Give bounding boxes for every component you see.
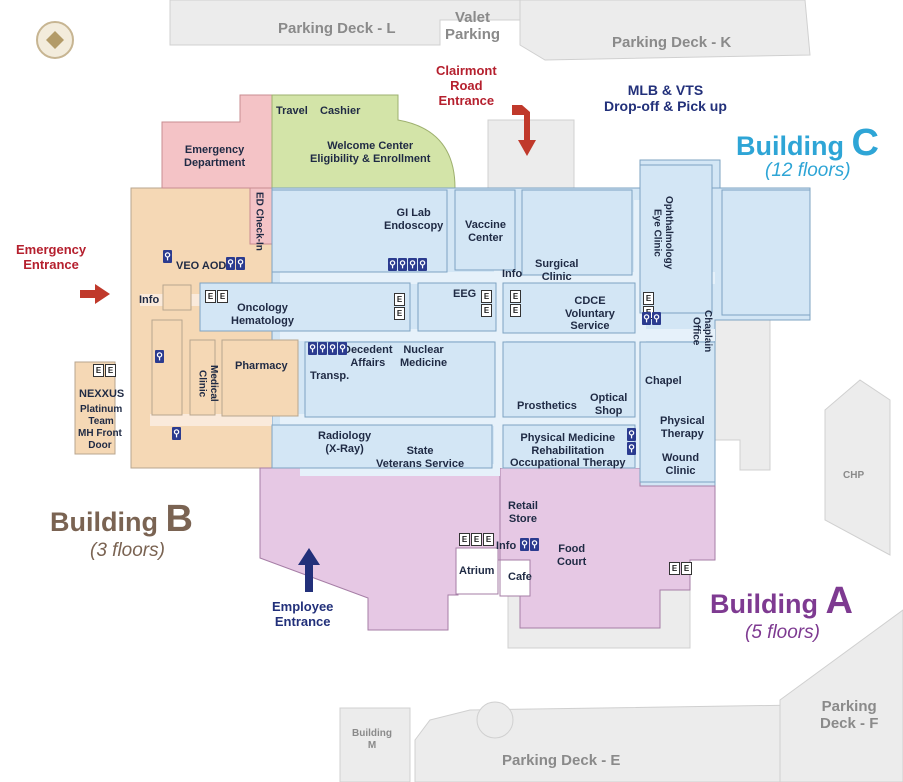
restroom-icon: ⚲ xyxy=(172,427,181,440)
vaccine-center-label: Vaccine Center xyxy=(465,219,506,244)
nuclear-medicine-label: Nuclear Medicine xyxy=(400,344,448,369)
building-a-area xyxy=(259,467,716,631)
parking-deck-f-shape xyxy=(779,609,903,782)
valet-parking-label: Valet Parking xyxy=(445,9,501,44)
employee-arrow-icon xyxy=(298,548,320,592)
building-m-label: Building M xyxy=(352,728,392,751)
chapel-label: Chapel xyxy=(645,375,682,387)
mlb-vts-label: MLB & VTS Drop-off & Pick up xyxy=(604,82,727,115)
clairmont-gray xyxy=(487,119,575,191)
emergency-arrow-icon xyxy=(80,284,110,304)
emergency-department-label: Emergency Department xyxy=(184,144,246,169)
welcome-center-label: Welcome Center Eligibility & Enrollment xyxy=(310,140,431,165)
rooms-b xyxy=(151,284,299,417)
building-b-floors: (3 floors) xyxy=(90,540,165,561)
restroom-icon: ⚲⚲ xyxy=(520,538,539,551)
parking-deck-k-label: Parking Deck - K xyxy=(612,34,732,51)
cdce-label: CDCE Voluntary Service xyxy=(565,295,615,333)
medical-clinic-label: Medical Clinic xyxy=(196,365,220,402)
chp-label: CHP xyxy=(843,470,865,481)
restroom-icon: ⚲⚲ xyxy=(226,257,245,270)
atrium-cafe-area xyxy=(455,547,531,597)
restroom-icon: ⚲⚲ xyxy=(642,312,661,325)
decedent-affairs-label: Decedent Affairs xyxy=(343,344,393,369)
chp-shape xyxy=(824,379,891,556)
physical-medicine-label: Physical Medicine Rehabilitation Occupat… xyxy=(510,432,626,470)
parking-deck-l-label: Parking Deck - L xyxy=(278,20,396,37)
surgical-clinic-label: Surgical Clinic xyxy=(535,258,579,283)
wound-clinic-label: Wound Clinic xyxy=(662,452,700,477)
building-c-floors: (12 floors) xyxy=(765,160,851,181)
building-c-title: Building C xyxy=(736,122,879,164)
atrium-label: Atrium xyxy=(459,565,495,577)
clairmont-arrow-icon xyxy=(512,105,536,156)
rooms-c xyxy=(199,164,811,483)
building-a-floors: (5 floors) xyxy=(745,622,820,643)
retail-store-label: Retail Store xyxy=(508,500,538,525)
parking-deck-k-shape xyxy=(519,0,811,61)
restroom-icon: ⚲⚲⚲⚲ xyxy=(388,258,427,271)
physical-therapy-label: Physical Therapy xyxy=(660,415,705,440)
building-b-title: Building B xyxy=(50,498,193,540)
platinum-team-label: Platinum Team xyxy=(80,404,123,427)
info-a-label: Info xyxy=(496,540,517,552)
mh-front-door-label: MH Front Door xyxy=(78,428,122,451)
parking-deck-e-label: Parking Deck - E xyxy=(502,752,621,769)
gi-lab-label: GI Lab Endoscopy xyxy=(384,207,444,232)
building-a-title: Building A xyxy=(710,580,853,622)
optical-shop-label: Optical Shop xyxy=(590,392,628,417)
emergency-entrance-label: Emergency Entrance xyxy=(16,242,87,272)
employee-entrance-label: Employee Entrance xyxy=(272,599,334,629)
cashier-label: Cashier xyxy=(320,105,361,117)
oncology-label: Oncology Hematology xyxy=(231,302,294,327)
parking-deck-e-shape xyxy=(414,704,801,782)
restroom-icon: ⚲⚲ xyxy=(627,428,636,455)
east-gray-extension xyxy=(714,299,771,471)
deck-e-round-shape xyxy=(476,701,514,739)
restroom-icon: ⚲⚲⚲⚲ xyxy=(308,342,347,355)
parking-deck-f-label: Parking Deck - F xyxy=(820,698,879,733)
pharmacy-label: Pharmacy xyxy=(235,360,288,372)
emergency-area xyxy=(161,94,273,189)
cafe-label: Cafe xyxy=(508,571,532,583)
chaplain-office-label: Chaplain Office xyxy=(690,310,714,353)
compass-logo-icon xyxy=(36,21,74,59)
veo-aod-label: VEO AOD xyxy=(176,260,227,272)
state-veterans-label: State Veterans Service xyxy=(376,445,465,470)
info-c-label: Info xyxy=(502,268,523,280)
restroom-icon: ⚲ xyxy=(155,350,164,363)
radiology-label: Radiology (X-Ray) xyxy=(318,430,372,455)
food-court-label: Food Court xyxy=(557,543,587,568)
restroom-icon: ⚲ xyxy=(163,250,172,263)
entrance-arrows xyxy=(80,105,536,592)
travel-label: Travel xyxy=(276,105,308,117)
transp-label: Transp. xyxy=(310,370,350,382)
ophthalmology-label: Ophthalmology Eye Clinic xyxy=(651,196,675,270)
eeg-label: EEG xyxy=(453,288,477,300)
ed-checkin-label: ED Check-In xyxy=(253,192,265,251)
clairmont-entrance-label: Clairmont Road Entrance xyxy=(436,63,497,108)
info-b-label: Info xyxy=(139,294,160,306)
building-m-shape xyxy=(339,707,411,782)
prosthetics-label: Prosthetics xyxy=(517,400,577,412)
nexxus-label: NEXXUS xyxy=(79,388,125,400)
